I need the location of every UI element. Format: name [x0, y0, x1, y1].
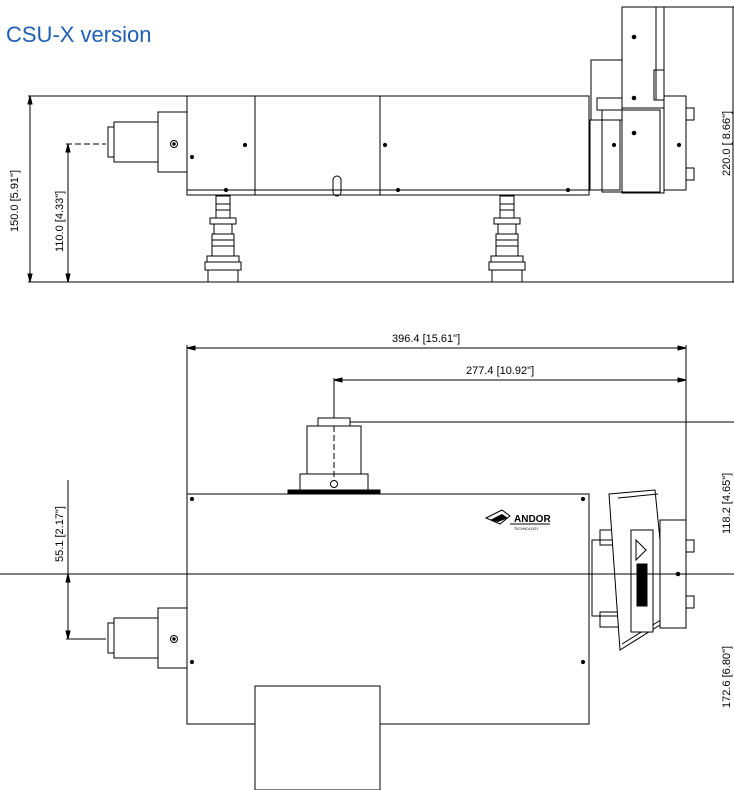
top-view-scan-head: [591, 489, 695, 651]
andor-logo: [484, 509, 550, 525]
dim-top-offset-lower-right: 172.6 [6.80"]: [721, 646, 733, 708]
dim-top-overall-length: 396.4 [15.61"]: [392, 333, 460, 345]
dim-top-partial-length: 277.4 [10.92"]: [466, 365, 534, 377]
top-view-side-port: [66, 607, 188, 669]
side-view-scan-head: [589, 6, 695, 194]
dim-side-height-total: 150.0 [5.91"]: [9, 170, 21, 232]
andor-logo-tagline: TECHNOLOGY: [514, 527, 539, 531]
dim-side-height-right: 220.0 [ 8.66"]: [721, 111, 733, 176]
page-title: CSU-X version: [6, 22, 152, 47]
andor-logo-brand: ANDOR: [514, 514, 551, 525]
side-view: [27, 6, 734, 283]
side-view-body: [186, 95, 590, 196]
dim-top-offset-upper-right: 118.2 [4.65"]: [721, 473, 733, 534]
dim-top-offset-left: 55.1 [2.17"]: [54, 506, 66, 562]
top-view-body: [186, 493, 590, 725]
top-view: [0, 345, 734, 790]
top-view-camera-port: [287, 417, 381, 495]
side-view-foot-left: [204, 195, 242, 283]
side-view-foot-right: [488, 195, 526, 283]
dim-side-height-axis: 110.0 [4.33"]: [54, 191, 66, 252]
top-view-bottom-block: [254, 685, 381, 790]
